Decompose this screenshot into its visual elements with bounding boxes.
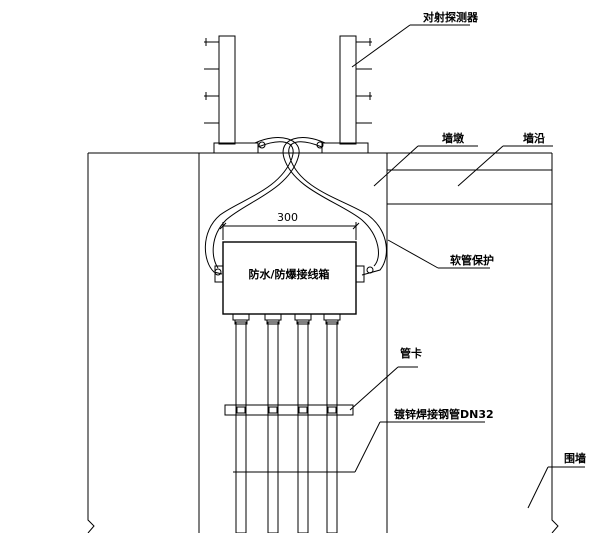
detector-post-left	[204, 35, 259, 154]
junction-box	[214, 241, 365, 315]
pier-label: 墙墩	[442, 131, 465, 145]
leader-lines	[233, 24, 585, 509]
steel-pipe-label: 镀锌焊接钢管DN32	[394, 407, 494, 421]
steel-pipes	[232, 313, 341, 533]
fence-wall-label: 围墙	[564, 451, 586, 465]
hose-protection	[204, 137, 387, 276]
hose-label: 软管保护	[450, 253, 494, 267]
pipe-clamp	[224, 404, 354, 416]
detector-post-right	[321, 35, 372, 154]
coping-label: 墙沿	[523, 131, 545, 145]
dimension-line	[219, 222, 360, 240]
dimension-label: 300	[277, 211, 298, 224]
fence-wall-outline	[87, 152, 559, 533]
pipe-clamp-label: 管卡	[400, 346, 422, 360]
detector-label: 对射探测器	[423, 10, 479, 24]
junction-box-label: 防水/防爆接线箱	[248, 267, 329, 281]
